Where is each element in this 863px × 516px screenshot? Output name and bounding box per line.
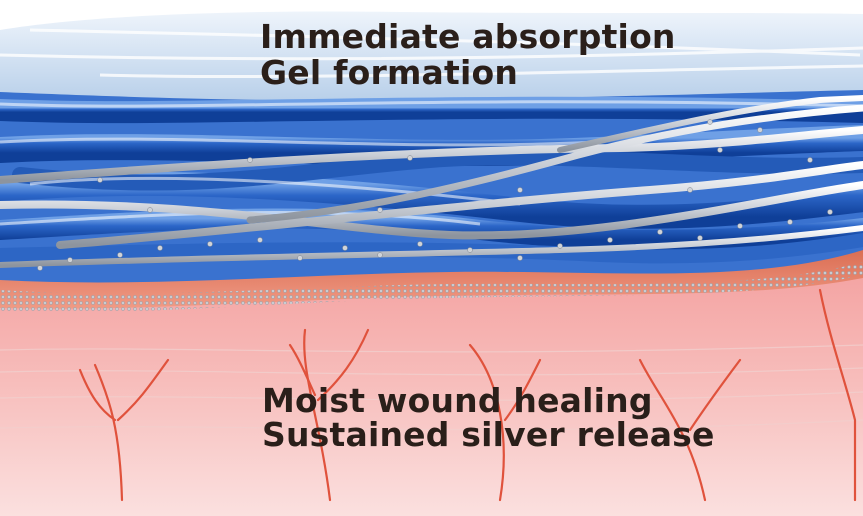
bottom-label-line-1: Moist wound healing [262, 384, 653, 418]
top-label-line-1: Immediate absorption [260, 20, 676, 54]
bottom-label-line-2: Sustained silver release [262, 418, 715, 452]
top-label-line-2: Gel formation [260, 56, 518, 90]
